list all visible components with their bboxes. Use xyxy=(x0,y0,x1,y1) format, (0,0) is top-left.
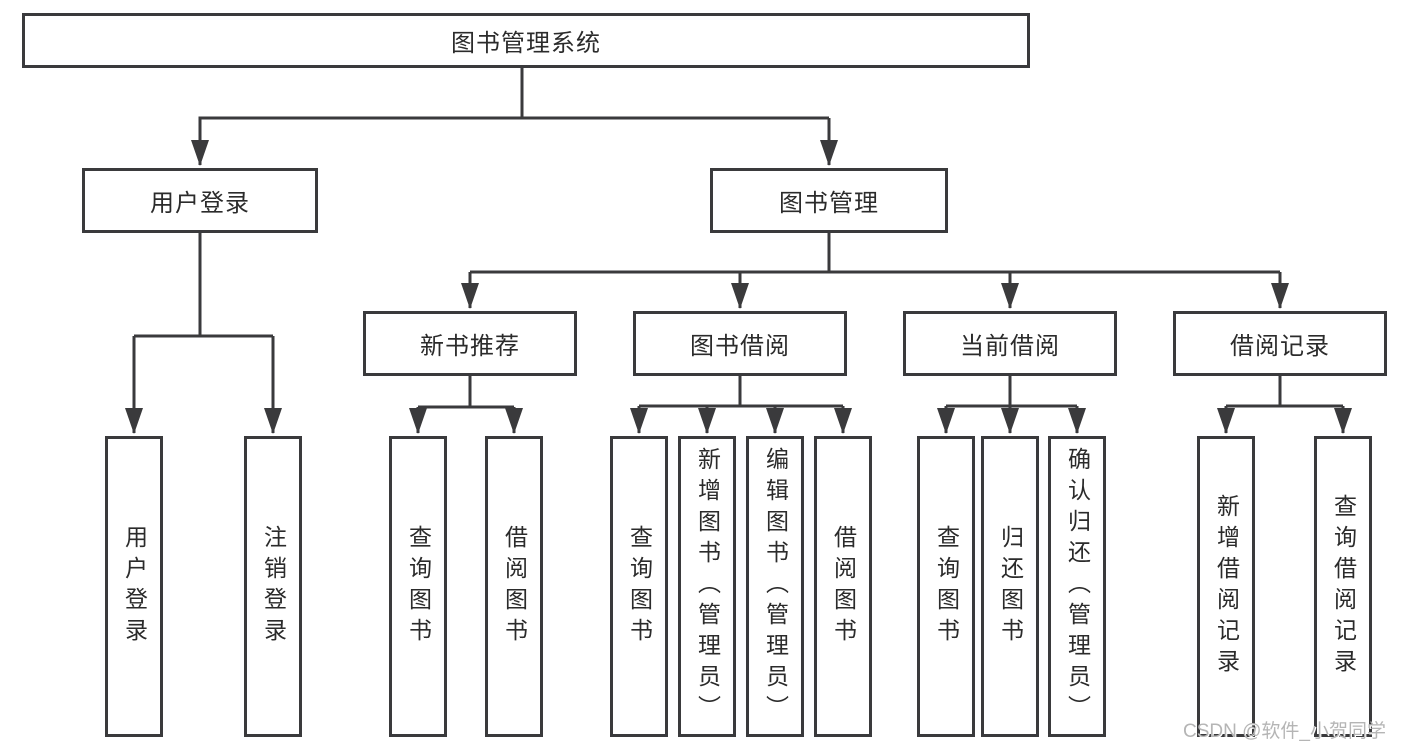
leaf-user-login: 用户登录 xyxy=(105,436,163,737)
node-book-management: 图书管理 xyxy=(710,168,948,233)
node-book-borrow: 图书借阅 xyxy=(633,311,847,376)
node-current-borrow: 当前借阅 xyxy=(903,311,1117,376)
connector-group xyxy=(125,68,1352,434)
leaf-current-confirm-return-admin: 确认归还（管理员） xyxy=(1048,436,1106,737)
node-borrow-records: 借阅记录 xyxy=(1173,311,1387,376)
leaf-records-query-record: 查询借阅记录 xyxy=(1314,436,1372,737)
leaf-borrow-edit-book-admin: 编辑图书（管理员） xyxy=(746,436,804,737)
leaf-logout: 注销登录 xyxy=(244,436,302,737)
node-user-login: 用户登录 xyxy=(82,168,318,233)
node-library-management-system: 图书管理系统 xyxy=(22,13,1030,68)
leaf-current-return-book: 归还图书 xyxy=(981,436,1039,737)
node-new-book-recommend: 新书推荐 xyxy=(363,311,577,376)
leaf-borrow-query-book: 查询图书 xyxy=(610,436,668,737)
csdn-watermark: CSDN @软件_小贺同学 xyxy=(1183,721,1386,742)
leaf-borrow-add-book-admin: 新增图书（管理员） xyxy=(678,436,736,737)
leaf-current-query-book: 查询图书 xyxy=(917,436,975,737)
leaf-borrow-borrow-book: 借阅图书 xyxy=(814,436,872,737)
leaf-recommend-borrow-book: 借阅图书 xyxy=(485,436,543,737)
leaf-recommend-query-book: 查询图书 xyxy=(389,436,447,737)
leaf-records-add-record: 新增借阅记录 xyxy=(1197,436,1255,737)
